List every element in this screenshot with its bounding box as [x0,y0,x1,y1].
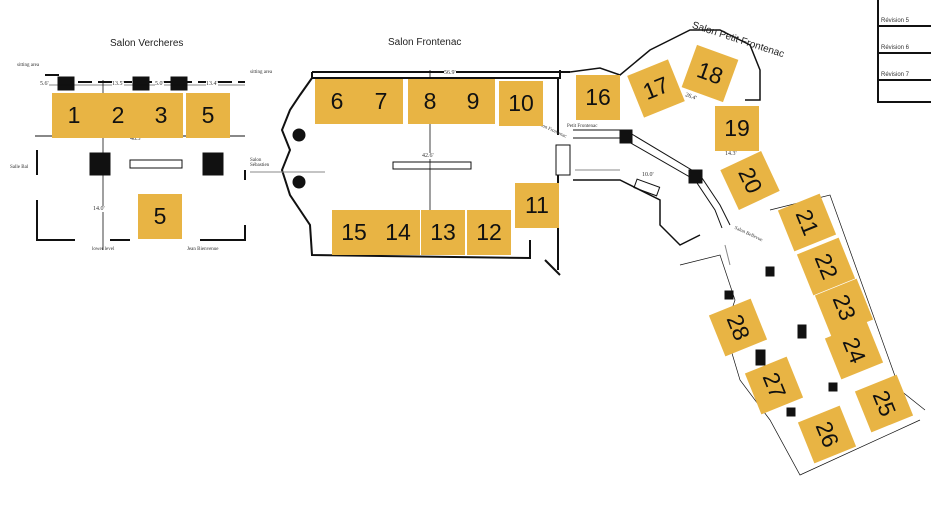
revision-table: Révision 5 Révision 6 Révision 7 [877,0,931,103]
booth-13[interactable]: 13 [421,210,465,255]
booth-11[interactable]: 11 [515,183,559,228]
booth-16[interactable]: 16 [576,75,620,120]
label-petit-frontenac: Petit Frontenac [567,124,598,129]
revision-row: Révision 5 [879,0,931,27]
label-salle-bal: Salle Bal [10,165,29,170]
booth-2[interactable]: 2 [96,93,140,138]
room-title-vercheres: Salon Vercheres [110,38,184,49]
dimension: 5.6' [40,81,49,87]
booth-12[interactable]: 12 [467,210,511,255]
booth-9[interactable]: 9 [451,79,495,124]
revision-row: Révision 6 [879,27,931,54]
revision-label: Révision 7 [881,72,910,78]
booth-10[interactable]: 10 [499,81,543,126]
booth-14[interactable]: 14 [376,210,420,255]
label-salon-sebastien: Salon Sébastien [250,158,270,168]
room-title-frontenac: Salon Frontenac [388,37,462,48]
booth-15[interactable]: 15 [332,210,376,255]
dimension: 13.4' [206,81,218,87]
dimension: 48.3' [130,136,142,142]
booth-19[interactable]: 19 [715,106,759,151]
booth-1[interactable]: 1 [52,93,96,138]
dimension: 13.5' [112,81,124,87]
revision-label: Révision 6 [881,45,910,51]
dimension: 10.0' [642,172,654,178]
label-lower-level: lower level [92,247,115,252]
label-sitting-area: sitting area [17,63,40,68]
dimension: 5.0' [155,81,164,87]
label-sitting-area: sitting area [250,70,273,75]
booth-6[interactable]: 6 [315,79,359,124]
revision-row: Révision 7 [879,54,931,81]
booth-8[interactable]: 8 [408,79,452,124]
label-jean-bienvenue: Jean Bienvenue [187,247,219,252]
dimension: 42.6' [422,153,434,159]
booth-7[interactable]: 7 [359,79,403,124]
dimension: 14.3' [725,151,737,157]
dimension: 14.0' [93,206,105,212]
dimension: 56.9' [444,70,456,76]
booth-5[interactable]: 5 [138,194,182,239]
revision-label: Révision 5 [881,18,910,24]
booth-3[interactable]: 3 [139,93,183,138]
booth-5[interactable]: 5 [186,93,230,138]
